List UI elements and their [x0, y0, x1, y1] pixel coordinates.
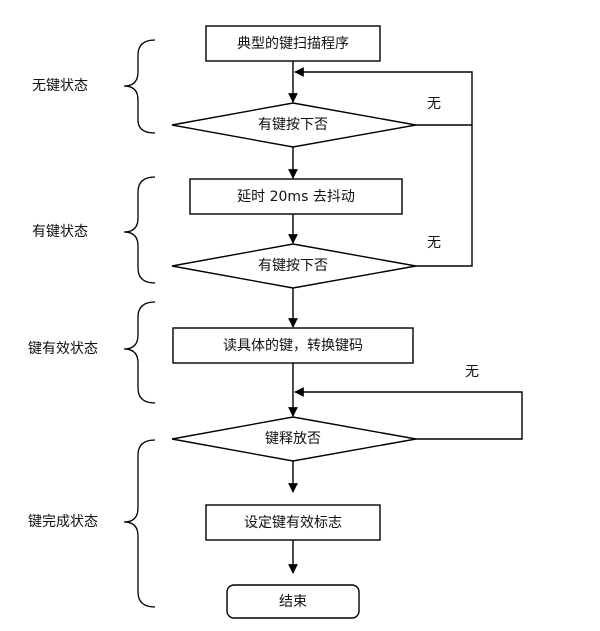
node-delay-label: 延时 20ms 去抖动 — [237, 189, 355, 205]
branch-label-no-3: 无 — [465, 364, 479, 380]
state-group-valid: 键有效状态 — [28, 301, 156, 404]
loop-release-no — [294, 387, 523, 440]
node-check1: 有键按下否 — [171, 102, 417, 148]
node-delay: 延时 20ms 去抖动 — [189, 178, 403, 215]
node-setflag: 设定键有效标志 — [205, 504, 381, 541]
node-end: 结束 — [226, 584, 360, 619]
node-setflag-label: 设定键有效标志 — [244, 515, 342, 531]
connectors — [288, 61, 523, 574]
node-read: 读具体的键，转换键码 — [172, 327, 414, 364]
state-label-nokey: 无键状态 — [32, 78, 88, 94]
loop-check2-no — [416, 125, 473, 267]
state-label-valid: 键有效状态 — [28, 341, 98, 357]
node-release: 键释放否 — [171, 416, 417, 462]
node-check2-label: 有键按下否 — [258, 258, 328, 274]
node-read-label: 读具体的键，转换键码 — [223, 337, 363, 354]
brace — [123, 301, 156, 404]
node-end-label: 结束 — [279, 594, 307, 610]
node-start-label: 典型的键扫描程序 — [237, 36, 349, 52]
node-start: 典型的键扫描程序 — [205, 25, 381, 62]
loop-check1-no — [294, 67, 473, 126]
state-group-haskey: 有键状态 — [32, 176, 156, 284]
brace — [123, 176, 156, 284]
node-release-label: 键释放否 — [265, 431, 321, 447]
brace — [123, 439, 156, 608]
brace — [123, 39, 156, 134]
node-check1-label: 有键按下否 — [258, 117, 328, 133]
node-check2: 有键按下否 — [171, 243, 417, 289]
branch-label-no-1: 无 — [427, 96, 441, 112]
state-label-complete: 键完成状态 — [28, 514, 98, 530]
branch-label-no-2: 无 — [427, 235, 441, 251]
state-group-complete: 键完成状态 — [28, 439, 156, 608]
state-group-nokey: 无键状态 — [32, 39, 156, 134]
state-label-haskey: 有键状态 — [32, 224, 88, 240]
